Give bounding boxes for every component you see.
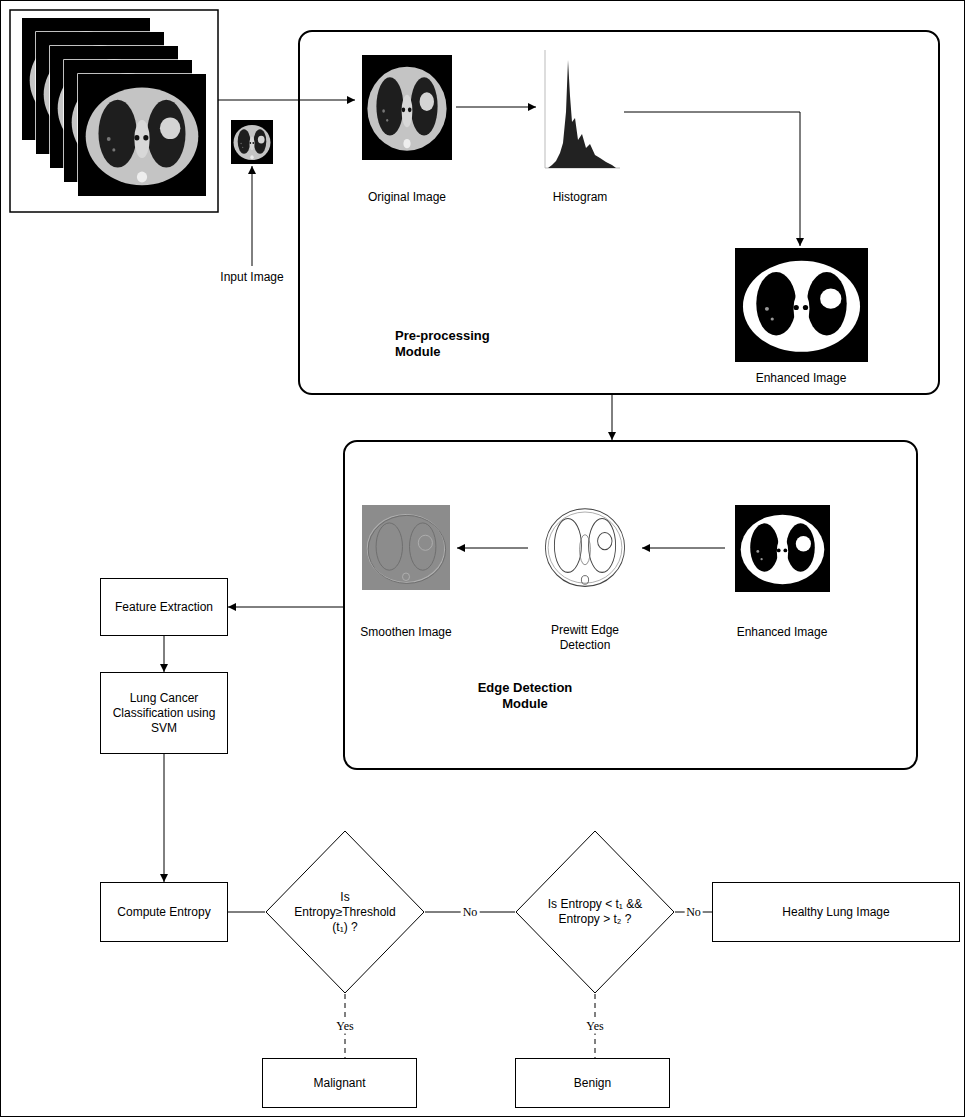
process-box: Healthy Lung Image	[712, 882, 960, 942]
edge-label: Yes	[584, 1019, 605, 1034]
smoothed-scan	[362, 505, 450, 590]
image-caption: Original Image	[358, 190, 456, 205]
process-box: Lung Cancer Classification using SVM	[100, 672, 228, 754]
box-label: Benign	[574, 1076, 611, 1091]
connector-arrow	[228, 607, 343, 608]
edge-label-holder: No	[684, 905, 703, 920]
box-label: Malignant	[313, 1076, 365, 1091]
module-panel: Edge Detection Module Smoothen Image Prewi…	[343, 440, 918, 770]
connector-arrow	[624, 112, 800, 246]
image-caption: Enhanced Image	[730, 371, 872, 386]
stack-slice-scan	[78, 74, 206, 196]
edge-label: Yes	[334, 1019, 355, 1034]
leader-arrow	[252, 166, 253, 266]
connector-arrow	[457, 548, 528, 549]
diamond-shape	[266, 831, 424, 993]
input-thumbnail	[231, 120, 273, 164]
label-holder: Input Image	[210, 270, 294, 285]
process-box: Compute Entropy	[100, 882, 228, 942]
connector-arrow	[164, 754, 165, 882]
decision-diamond: Is Entropy≥Threshold (t₁) ?	[265, 830, 425, 994]
process-box: Malignant	[262, 1058, 417, 1108]
decision-text: Is Entropy≥Threshold (t₁) ?	[289, 890, 401, 935]
input-label: Input Image	[210, 270, 294, 285]
stack-slice	[78, 74, 206, 196]
edge-label: No	[684, 905, 703, 920]
process-box: Benign	[515, 1058, 670, 1108]
connector-arrow	[612, 395, 613, 440]
module-title: Pre-processing Module	[395, 328, 510, 360]
edge-label-holder: Yes	[584, 1019, 605, 1034]
image-panel: Original Image	[358, 55, 456, 205]
image-panel: Smoothen Image	[355, 505, 457, 640]
connector-arrow	[642, 548, 725, 549]
enhanced-scan	[735, 248, 868, 362]
edge-label-holder: Yes	[334, 1019, 355, 1034]
enhanced-scan	[735, 505, 830, 592]
connector-arrow	[228, 912, 265, 913]
histogram-axis	[545, 50, 546, 168]
image-panel: Histogram	[536, 50, 624, 205]
process-box: Feature Extraction	[100, 578, 228, 636]
image-caption: Prewitt Edge Detection	[528, 623, 642, 653]
image-caption: Histogram	[536, 190, 624, 205]
image-caption: Enhanced Image	[725, 625, 839, 640]
diamond-shape	[516, 831, 674, 993]
module-panel: Pre-processing Module Original Image Histo…	[298, 30, 940, 395]
module-title: Edge Detection Module	[465, 680, 585, 712]
image-panel: Prewitt Edge Detection	[528, 498, 642, 653]
original-scan	[362, 55, 452, 160]
edge-label: No	[461, 905, 480, 920]
edge-label-holder: No	[461, 905, 480, 920]
box-label: Healthy Lung Image	[782, 905, 889, 920]
image-stack-box	[10, 10, 218, 212]
histogram-bars	[548, 60, 616, 168]
image-caption: Smoothen Image	[355, 625, 457, 640]
connector-arrow	[164, 636, 165, 672]
connector-arrow	[456, 107, 536, 108]
decision-diamond: Is Entropy < t₁ && Entropy > t₂ ?	[515, 830, 675, 994]
decision-text: Is Entropy < t₁ && Entropy > t₂ ?	[545, 897, 645, 927]
image-panel: Enhanced Image	[725, 505, 839, 640]
box-label: Feature Extraction	[115, 600, 213, 615]
box-label: Compute Entropy	[117, 905, 210, 920]
edge-scan	[540, 498, 630, 595]
image-panel: Enhanced Image	[730, 246, 872, 386]
box-label: Lung Cancer Classification using SVM	[107, 691, 221, 736]
input-arrow	[218, 100, 355, 101]
